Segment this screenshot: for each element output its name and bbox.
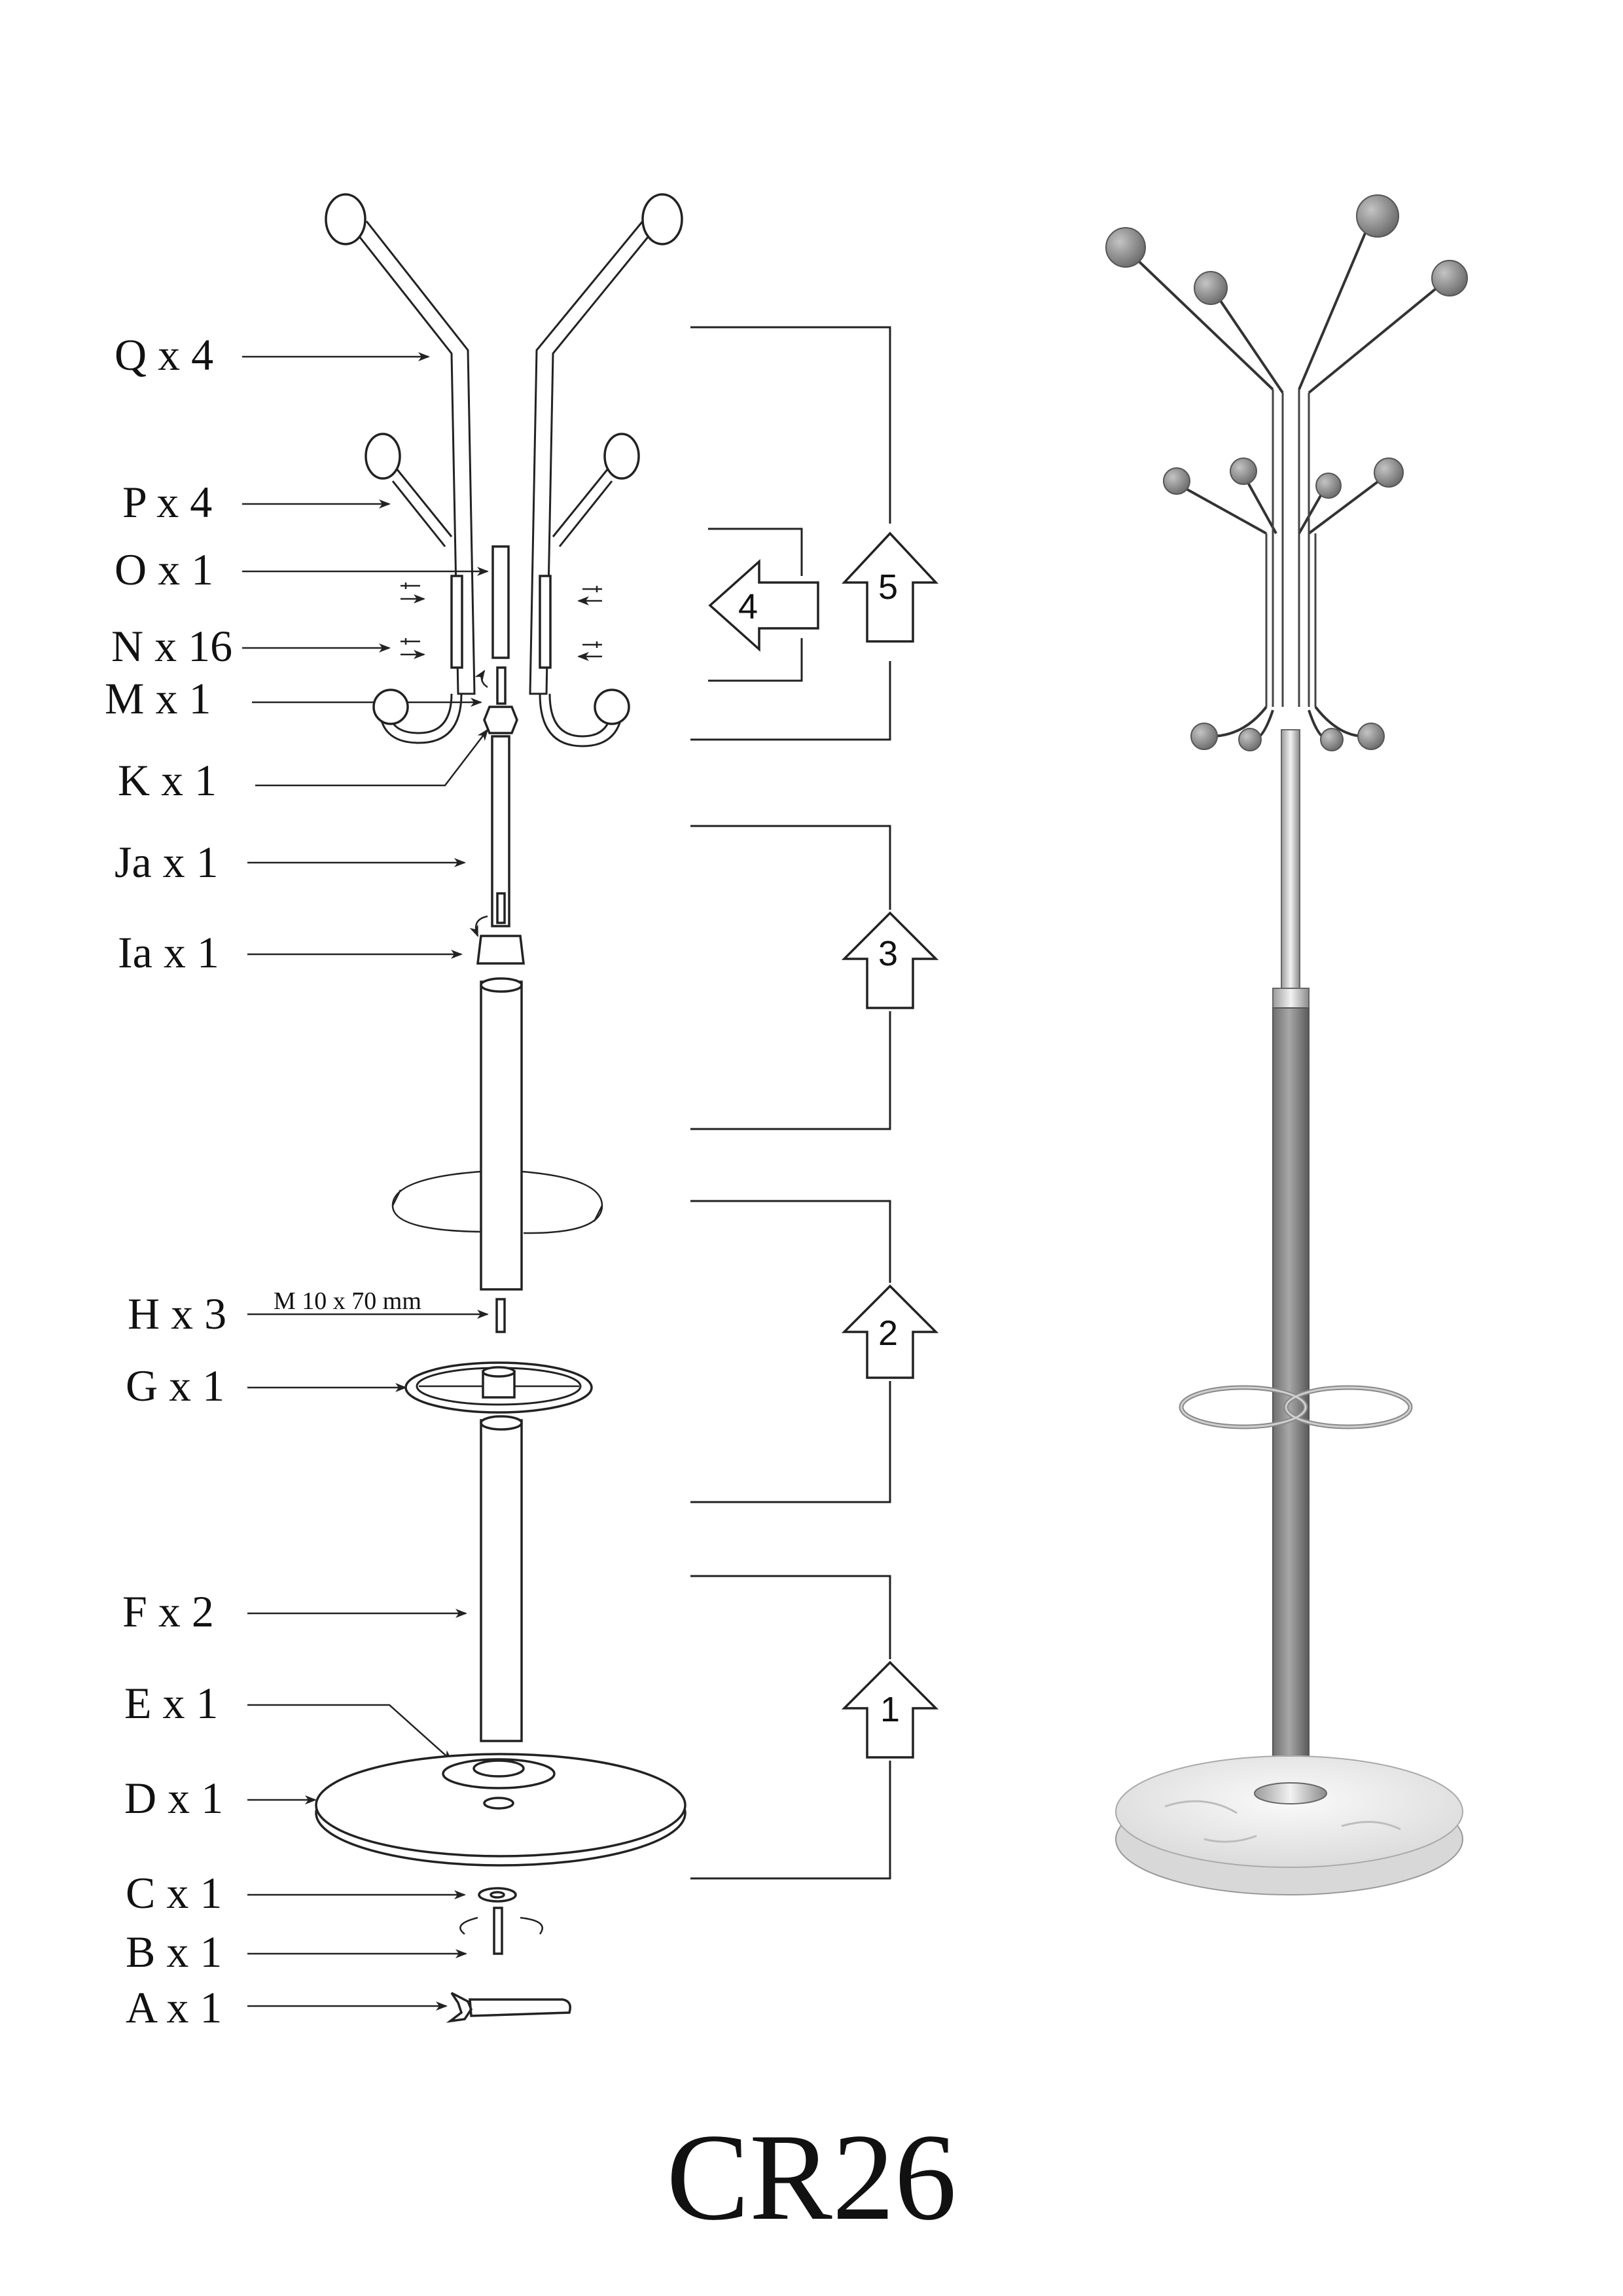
connector-o: [491, 545, 510, 659]
product-photo: [1105, 194, 1468, 1895]
step-arrow-4: 4: [708, 559, 819, 652]
screws-n: [401, 583, 602, 661]
svg-text:2: 2: [878, 1314, 898, 1353]
pole-f-upper: [480, 977, 523, 1291]
hook-q-right: [529, 193, 683, 695]
part-label-m: M x 1: [105, 673, 211, 723]
leader-arrows: [242, 352, 489, 2011]
step-arrow-5: 5: [841, 531, 939, 643]
cap-ia: [476, 935, 525, 965]
step-arrow-1: 1: [841, 1660, 939, 1759]
part-label-ja: Ja x 1: [115, 837, 219, 887]
model-code: CR26: [666, 2109, 956, 2246]
hook-p-left: [365, 433, 463, 744]
part-label-d: D x 1: [124, 1773, 223, 1823]
part-label-h: H x 3: [128, 1289, 226, 1338]
bolt-b: [459, 1907, 543, 1955]
exploded-parts: [315, 193, 687, 2023]
svg-text:5: 5: [878, 567, 898, 607]
step-arrow-3: 3: [841, 911, 939, 1009]
hook-p-right: [539, 433, 640, 747]
umbrella-ring-g: [404, 1361, 593, 1414]
step-arrows: 5 4 3 2 1: [708, 531, 939, 1759]
part-label-a: A x 1: [126, 1982, 222, 2032]
part-label-q: Q x 4: [115, 330, 213, 380]
bolt-spec-label: M 10 x 70 mm: [274, 1287, 421, 1315]
pole-f-lower: [480, 1415, 523, 1742]
svg-text:3: 3: [878, 934, 898, 973]
screw-m: [496, 666, 507, 705]
part-label-ia: Ia x 1: [118, 927, 219, 977]
part-labels: Q x 4 P x 4 O x 1 N x 16 M x 1 K x 1 Ja …: [105, 330, 421, 2032]
part-label-e: E x 1: [124, 1678, 219, 1728]
part-label-k: K x 1: [118, 755, 217, 805]
part-label-g: G x 1: [126, 1361, 224, 1410]
svg-text:4: 4: [738, 587, 758, 626]
wrench-a: [446, 1992, 571, 2023]
svg-text:1: 1: [880, 1690, 900, 1729]
step-arrow-2: 2: [841, 1284, 939, 1379]
part-label-p: P x 4: [122, 477, 212, 527]
part-label-o: O x 1: [115, 545, 213, 594]
knob-k: [483, 706, 518, 734]
part-label-b: B x 1: [126, 1927, 222, 1977]
step-brackets: [690, 326, 891, 1880]
part-label-c: C x 1: [126, 1868, 222, 1918]
part-label-n: N x 16: [111, 621, 232, 671]
base-d: [315, 1753, 687, 1867]
bolt-h: [495, 1298, 506, 1333]
part-label-f: F x 2: [122, 1587, 214, 1636]
hook-q-left: [325, 193, 476, 695]
